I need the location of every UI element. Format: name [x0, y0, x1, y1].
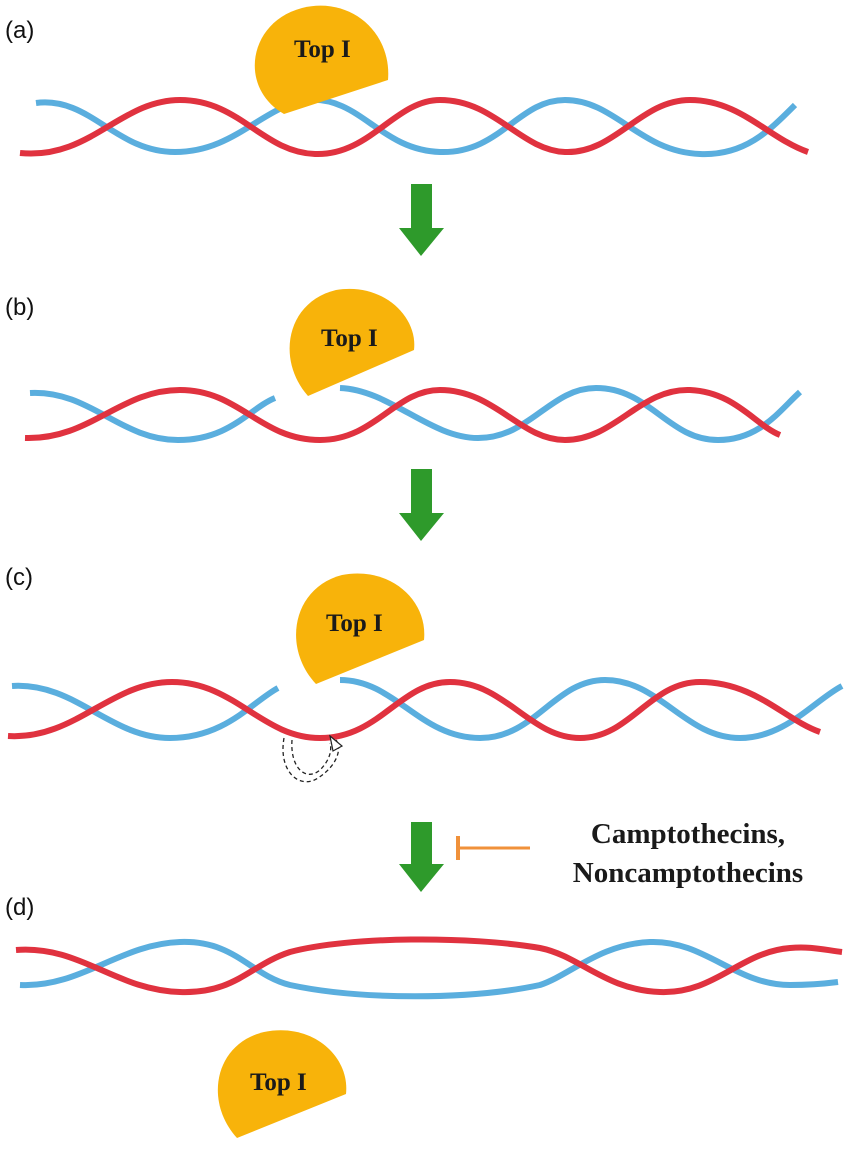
rotation-arrowhead: [329, 734, 344, 752]
topoisomerase-enzyme-c: Top I: [296, 573, 425, 684]
blue-strand: [19, 938, 839, 1000]
enzyme-shape: [254, 5, 389, 114]
transition-arrow-3: [399, 822, 444, 892]
topoisomerase-enzyme-b: Top I: [289, 288, 415, 396]
arrow-head: [399, 513, 444, 541]
rotation-path-inner: [291, 739, 332, 775]
inhibitor-label-line2: Noncamptothecins: [573, 857, 803, 889]
rotation-indicator: [282, 734, 344, 783]
blue-strand: [307, 96, 798, 158]
topoisomerase-enzyme-a: Top I: [254, 5, 389, 114]
red-strand: [7, 678, 822, 742]
blue-strand: [35, 97, 309, 156]
enzyme-label: Top I: [326, 610, 383, 637]
panel-label-c: (c): [5, 564, 33, 591]
enzyme-label: Top I: [294, 36, 351, 63]
panel-b: (b) Top I: [5, 288, 803, 444]
panel-c: (c) Top I: [5, 564, 844, 783]
inhibition-marker: Camptothecins, Noncamptothecins: [456, 818, 803, 889]
topoisomerase-enzyme-d: Top I: [217, 1030, 347, 1138]
inhibitor-label-line1: Camptothecins,: [591, 818, 785, 850]
arrow-shaft: [411, 469, 432, 513]
enzyme-shape: [289, 288, 415, 396]
enzyme-shape: [217, 1030, 347, 1138]
panel-a: (a) Top I: [5, 5, 810, 158]
blue-strand-left: [11, 682, 280, 742]
enzyme-shape: [296, 573, 425, 684]
enzyme-label: Top I: [321, 325, 378, 352]
red-strand: [15, 936, 843, 996]
dna-helix-b: [24, 384, 803, 444]
arrow-head: [399, 228, 444, 256]
transition-arrow-1: [399, 184, 444, 256]
enzyme-label: Top I: [250, 1069, 307, 1096]
panel-label-d: (d): [5, 894, 34, 921]
dna-helix-d: [15, 936, 843, 1000]
panel-d: (d) Top I: [5, 894, 843, 1138]
panel-label-b: (b): [5, 294, 34, 321]
red-strand: [24, 386, 782, 444]
dna-helix-c: [7, 676, 844, 742]
arrow-shaft: [411, 822, 432, 864]
blue-strand-right: [339, 384, 803, 444]
arrow-head: [399, 864, 444, 892]
transition-arrow-2: [399, 469, 444, 541]
panel-label-a: (a): [5, 17, 34, 44]
blue-strand-right: [339, 676, 844, 742]
red-strand: [19, 96, 810, 158]
rotation-path-outer: [282, 737, 340, 783]
dna-helix-a: [19, 96, 810, 158]
arrow-shaft: [411, 184, 432, 228]
